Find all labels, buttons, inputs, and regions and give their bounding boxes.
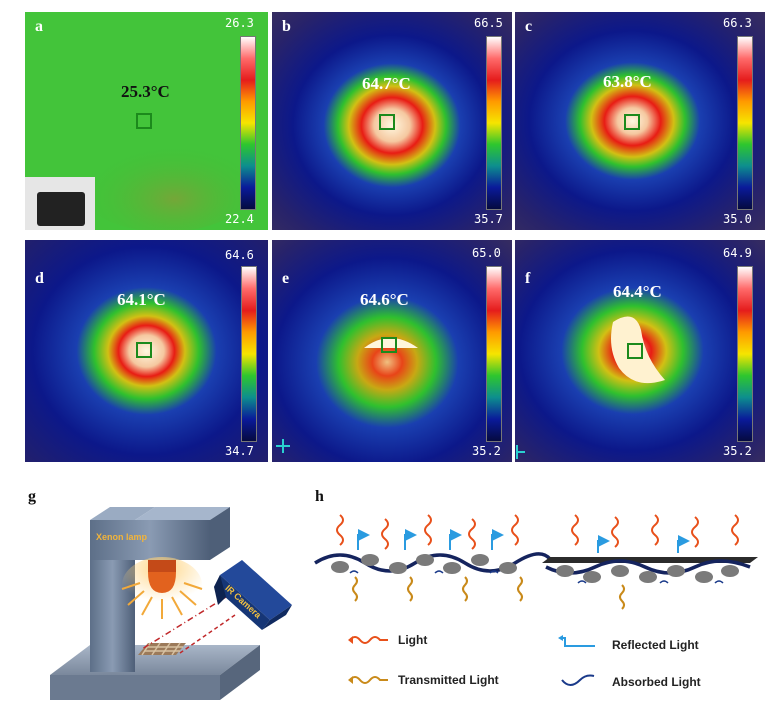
transmitted-light-left	[352, 576, 523, 602]
panel-label-h: h	[315, 488, 324, 505]
thermal-image-b	[272, 12, 512, 230]
legend-transmitted-icon	[349, 676, 388, 684]
thermal-image-e	[272, 240, 512, 462]
legend-absorbed-icon	[561, 674, 595, 686]
center-temp-f: 64.4°C	[613, 282, 662, 301]
colorbar-a	[240, 36, 256, 210]
panel-label-b: b	[282, 18, 291, 35]
legend-icons	[348, 635, 595, 686]
center-temp-d: 64.1°C	[117, 290, 166, 309]
thermal-panel-b: b 64.7°C 66.5 35.7	[272, 12, 512, 230]
colorbar-min-b: 35.7	[474, 212, 503, 226]
panel-label-a: a	[35, 18, 43, 35]
center-temp-c: 63.8°C	[603, 72, 652, 91]
panel-label-c: c	[525, 18, 533, 35]
reflected-light-left	[357, 529, 504, 550]
lamp-rays	[121, 582, 203, 619]
absorbed-light-left	[349, 570, 499, 574]
transmitted-light-right	[619, 584, 625, 610]
xenon-lamp-label: Xenon lamp	[96, 532, 148, 542]
thermal-panel-e: e 64.6°C 65.0 35.2	[272, 240, 512, 462]
absorbed-light-right	[577, 580, 724, 584]
woven-sample	[138, 642, 186, 656]
thermal-image-f	[515, 240, 765, 462]
center-temp-a: 25.3°C	[121, 82, 170, 101]
colorbar-min-c: 35.0	[723, 212, 752, 226]
legend-light-label: Light	[398, 633, 428, 647]
panel-label-d: d	[35, 270, 44, 287]
base-plate-front	[50, 675, 220, 700]
colorbar-d	[241, 266, 257, 442]
thermal-image-a	[25, 12, 268, 230]
setup-diagram	[50, 507, 292, 700]
reflected-light-right	[597, 535, 690, 553]
colorbar-c	[737, 36, 753, 210]
thermal-panel-d: d 64.1°C 64.6 34.7	[25, 240, 268, 462]
legend-light-icon	[349, 636, 388, 644]
panel-label-g: g	[28, 488, 36, 505]
fabric-coated	[542, 557, 758, 583]
colorbar-min-a: 22.4	[225, 212, 254, 226]
thermal-image-d	[25, 240, 268, 462]
legend-absorbed-label: Absorbed Light	[612, 675, 701, 689]
colorbar-max-b: 66.5	[474, 16, 503, 30]
legend-reflected-icon	[560, 637, 595, 647]
thermal-panel-f: f 64.4°C 64.9 35.2	[515, 240, 765, 462]
ir-camera	[214, 560, 292, 630]
colorbar-max-f: 64.9	[723, 246, 752, 260]
panel-label-f: f	[525, 270, 531, 287]
incident-light-left	[336, 514, 519, 550]
colorbar-min-d: 34.7	[225, 444, 254, 458]
colorbar-max-c: 66.3	[723, 16, 752, 30]
legend-reflected-label: Reflected Light	[612, 638, 699, 652]
colorbar-max-e: 65.0	[472, 246, 501, 260]
camera-beam-upper	[141, 596, 227, 650]
fabric-uncoated	[314, 552, 552, 574]
mechanism-diagram	[314, 514, 758, 610]
colorbar-b	[486, 36, 502, 210]
thermal-image-c	[515, 12, 765, 230]
center-temp-b: 64.7°C	[362, 74, 411, 93]
colorbar-e	[486, 266, 502, 442]
colorbar-f	[737, 266, 753, 442]
thermal-panel-a: a 25.3°C 26.3 22.4	[25, 12, 268, 230]
panel-label-e: e	[282, 270, 290, 287]
colorbar-min-e: 35.2	[472, 444, 501, 458]
legend-transmitted-label: Transmitted Light	[398, 673, 499, 687]
center-temp-e: 64.6°C	[360, 290, 409, 309]
colorbar-max-d: 64.6	[225, 248, 254, 262]
base-plate-side	[220, 645, 260, 700]
stand-arm	[90, 520, 210, 560]
xenon-lamp-bulb	[148, 572, 176, 593]
colorbar-max-a: 26.3	[225, 16, 254, 30]
thermal-panel-c: c 63.8°C 66.3 35.0	[515, 12, 765, 230]
incident-light-right	[571, 514, 739, 548]
colorbar-min-f: 35.2	[723, 444, 752, 458]
